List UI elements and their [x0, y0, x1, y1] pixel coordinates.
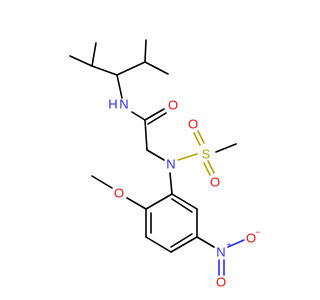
nitro-o2-label: O: [216, 275, 226, 290]
bond-carbonyl-1: [144, 108, 165, 121]
sulfonyl-bonds: [177, 130, 215, 176]
bond-ch2-n: [146, 149, 165, 161]
bond-ipr1-me1: [69, 55, 93, 67]
ring-bond-6: [171, 193, 198, 210]
nitro-n-charge: +: [226, 240, 231, 250]
bond-n-s: [177, 153, 198, 161]
ring-bond-1: [145, 193, 173, 210]
carbonyl-o-label: O: [168, 98, 178, 113]
bond-s-o2-a: [203, 162, 211, 176]
bond-ring-nitro: [196, 236, 215, 248]
ring-double-3: [171, 198, 193, 213]
bond-o-me: [91, 175, 113, 189]
nitro-n-label: N: [216, 245, 225, 260]
nitro-o1-label: O: [246, 231, 256, 246]
sulfur-label: S: [202, 147, 211, 162]
nitro-bonds: [218, 239, 245, 276]
bond-ch-amide-n: [116, 74, 123, 99]
bond-carbonyl-2: [147, 112, 167, 125]
amide-h-label: H: [108, 97, 117, 112]
atom-labels: H N O N S O O O N + O − O: [108, 97, 260, 290]
bond-amide-n-c: [131, 111, 146, 121]
bond-ipr2-me1: [144, 39, 147, 63]
bond-s-o2-b: [207, 160, 215, 174]
bond-s-o1-b: [197, 130, 205, 144]
bond-s-o1-a: [193, 132, 201, 146]
bond-s-me: [215, 143, 237, 153]
sulfonamide-n-label: N: [166, 157, 175, 172]
bond-ring-ome: [126, 197, 147, 210]
ring-double-2: [170, 233, 193, 248]
bond-ch-ipr2: [116, 61, 146, 76]
nitro-o1-charge: −: [255, 227, 260, 237]
bond-n-ring: [169, 172, 173, 195]
methoxy-o-label: O: [114, 186, 124, 201]
ring-bond-3: [145, 236, 172, 253]
bond-ipr2-me2: [144, 61, 169, 75]
bond-ipr1-me2: [91, 42, 97, 67]
bond-c-ch2: [144, 119, 148, 151]
carbon-bonds: [69, 39, 237, 253]
bond-ipr1-ch: [91, 65, 118, 76]
bond-nitro-o1: [227, 239, 245, 248]
ring-bond-4: [170, 236, 198, 253]
amide-n-label: N: [119, 97, 128, 112]
sulfonyl-o2-label: O: [210, 175, 220, 190]
molecule-structure: H N O N S O O O N + O − O: [69, 39, 261, 290]
sulfonyl-o1-label: O: [188, 117, 198, 132]
